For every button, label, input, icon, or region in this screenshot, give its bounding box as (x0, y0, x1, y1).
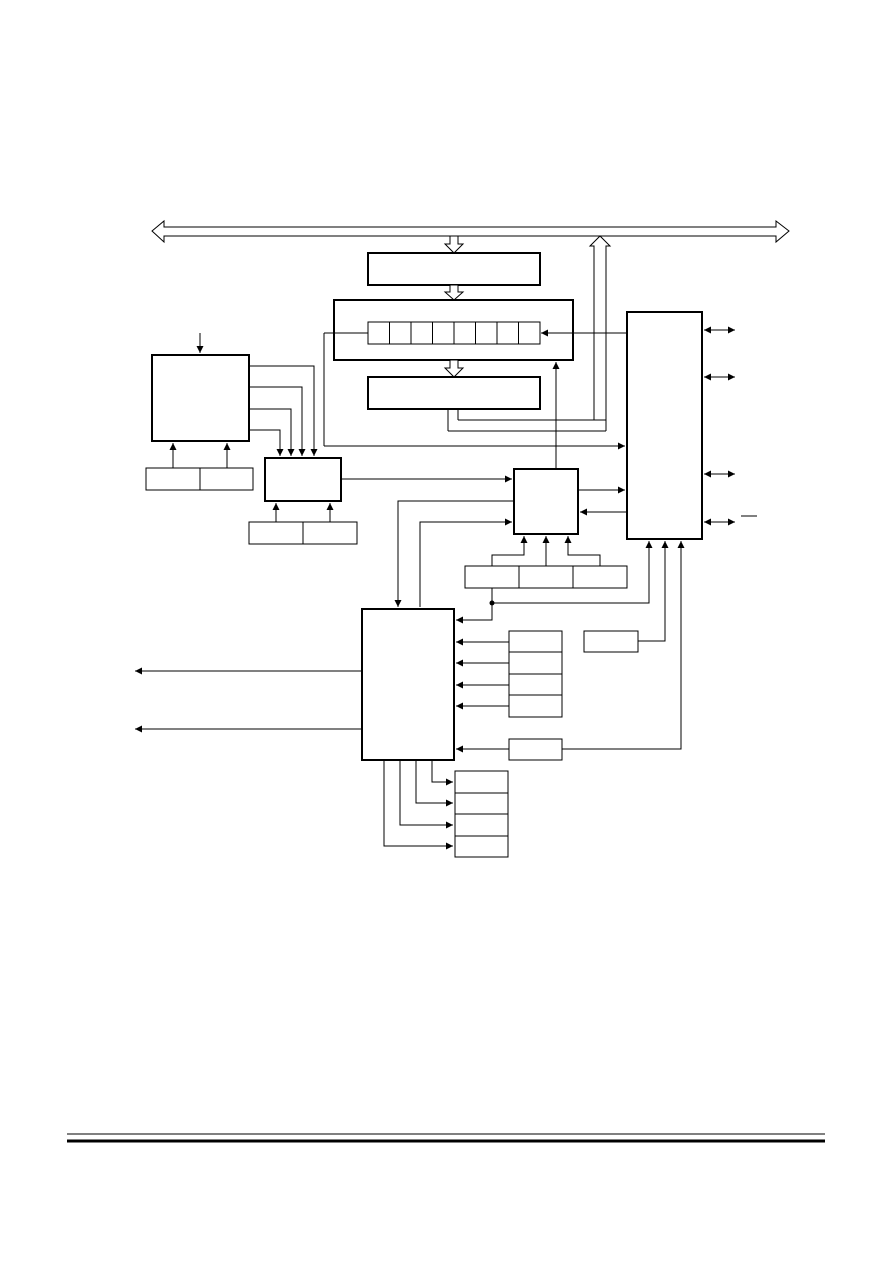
bottom-stack-cell (454, 813, 509, 837)
right-tall-block (626, 311, 703, 540)
shift-cell (389, 321, 412, 345)
bottom-stack-cell (454, 770, 509, 794)
shift-cell (453, 321, 476, 345)
shift-cell (410, 321, 433, 345)
center-block (513, 468, 579, 535)
bottom-stack-cell (454, 835, 509, 858)
left-block (151, 354, 250, 442)
shift-cell (518, 321, 541, 345)
center-sub-cell (464, 565, 520, 589)
lower-single-box (508, 738, 563, 761)
bottom-stack-cell (454, 792, 509, 815)
system-bus (151, 219, 790, 244)
single-right-box (583, 630, 639, 653)
shift-cell (475, 321, 498, 345)
shift-cell (496, 321, 519, 345)
center-sub-cell (572, 565, 628, 589)
lower-right-stack-cell (508, 694, 563, 718)
shift-cell (367, 321, 390, 345)
lower-main-block (361, 608, 455, 761)
register-bottom (367, 376, 541, 410)
bus-upward-branch-arrow (588, 235, 612, 421)
shift-cell (432, 321, 455, 345)
register-to-shift-arrow (443, 284, 465, 301)
lower-right-stack-cell (508, 651, 563, 675)
mux-sub-cell (302, 521, 358, 545)
center-sub-cell (518, 565, 574, 589)
mux-block (264, 457, 342, 502)
left-sub-cell (145, 467, 201, 491)
bus-to-register-arrow (443, 235, 465, 254)
shift-to-register-arrow (443, 359, 465, 378)
lower-right-stack-cell (508, 673, 563, 696)
shift-register-cells (367, 321, 541, 345)
left-sub-cell (199, 467, 254, 491)
footer-rules (67, 1133, 825, 1143)
mux-sub-cell (248, 521, 304, 545)
register-top (367, 252, 541, 286)
lower-right-stack-cell (508, 630, 563, 653)
